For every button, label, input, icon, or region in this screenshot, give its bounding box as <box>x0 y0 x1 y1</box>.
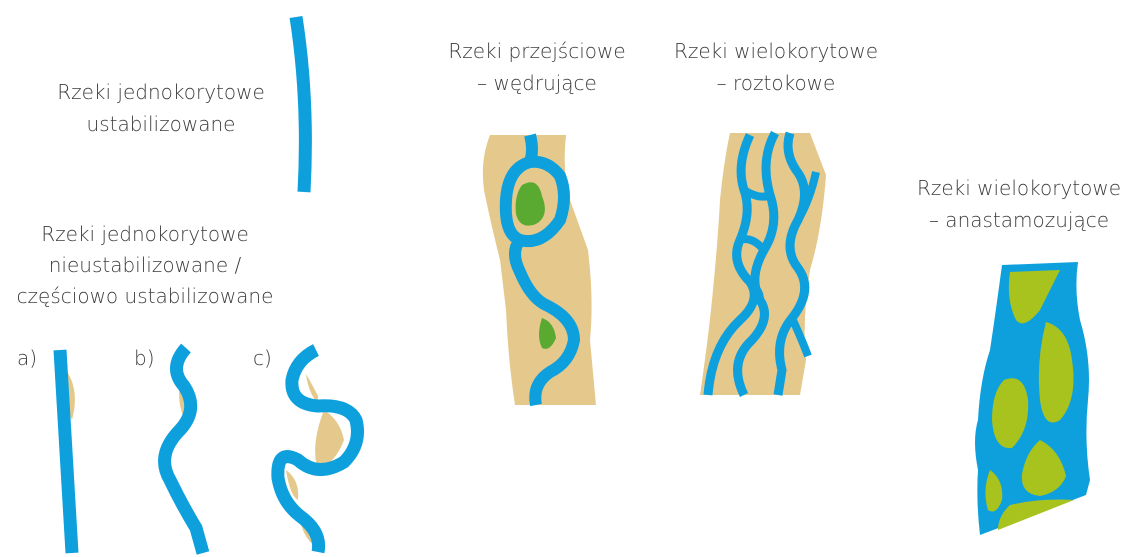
river-b <box>165 348 203 553</box>
river-c <box>278 350 358 552</box>
river-single-stable <box>296 17 305 192</box>
river-a <box>60 350 75 553</box>
floodplain <box>483 135 596 405</box>
river-transitional <box>483 135 596 405</box>
river-braided <box>700 133 826 395</box>
river-anastomosing <box>975 262 1090 535</box>
